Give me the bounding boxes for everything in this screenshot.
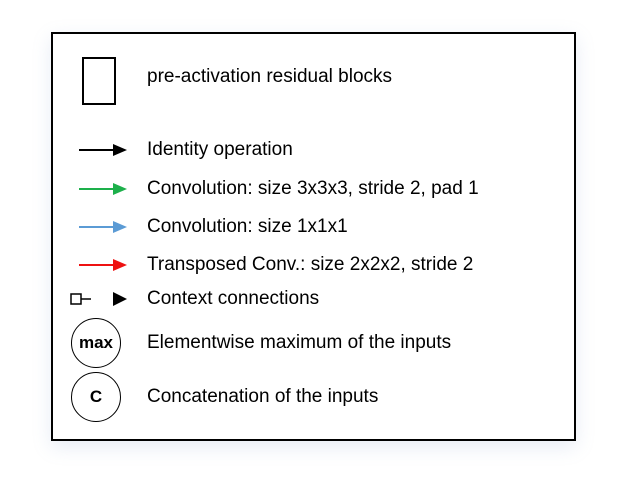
legend-box: pre-activation residual blocks Identity …: [51, 32, 576, 441]
legend-symbol: max: [53, 318, 143, 368]
legend-row-concat: C Concatenation of the inputs: [53, 372, 574, 422]
legend-row-context: Context connections: [53, 279, 574, 319]
legend-symbol: C: [53, 372, 143, 422]
concat-circle-icon: C: [71, 372, 121, 422]
concat-symbol-text: C: [89, 387, 103, 406]
black-arrow-icon: [79, 144, 127, 156]
legend-label-concat: Concatenation of the inputs: [147, 386, 379, 407]
legend-label-max: Elementwise maximum of the inputs: [147, 332, 452, 353]
legend-row-conv-1x1x1: Convolution: size 1x1x1: [53, 207, 574, 247]
green-arrow-icon: [79, 183, 127, 195]
legend-row-conv-3x3x3: Convolution: size 3x3x3, stride 2, pad 1: [53, 169, 574, 209]
legend-row-identity: Identity operation: [53, 130, 574, 170]
legend-row-max: max Elementwise maximum of the inputs: [53, 318, 574, 368]
legend-row-transposed-conv: Transposed Conv.: size 2x2x2, stride 2: [53, 245, 574, 285]
legend-label-identity: Identity operation: [147, 139, 293, 160]
legend-label-conv-3x3x3: Convolution: size 3x3x3, stride 2, pad 1: [147, 178, 479, 199]
red-arrow-icon: [79, 259, 127, 271]
legend-symbol: [53, 57, 143, 105]
legend-label-conv-1x1x1: Convolution: size 1x1x1: [147, 216, 348, 237]
legend-row-residual-blocks: pre-activation residual blocks: [53, 57, 574, 105]
max-symbol-text: max: [78, 333, 114, 352]
residual-block-icon: [82, 57, 116, 105]
legend-label-context: Context connections: [147, 288, 320, 309]
legend-label-residual-blocks: pre-activation residual blocks: [147, 66, 393, 87]
max-circle-icon: max: [71, 318, 121, 368]
blue-arrow-icon: [79, 221, 127, 233]
legend-label-transposed-conv: Transposed Conv.: size 2x2x2, stride 2: [147, 254, 474, 275]
context-connection-icon: [70, 292, 127, 306]
